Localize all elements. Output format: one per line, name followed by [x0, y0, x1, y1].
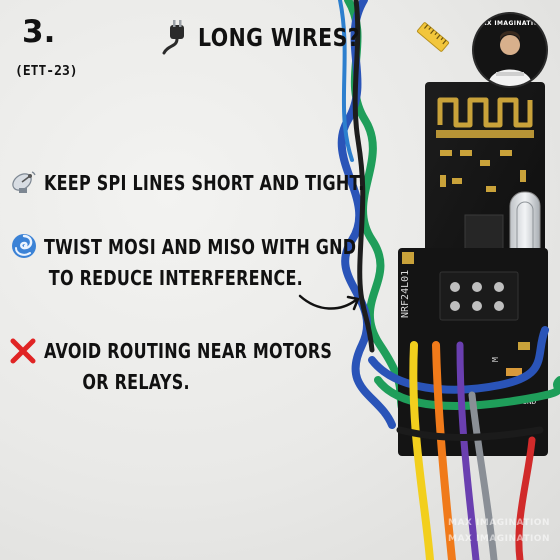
watermark-2: MAX IMAGINATION [448, 534, 550, 544]
pcb-antenna [437, 97, 533, 128]
tip-twist-mosi-miso: TWIST MOSI AND MISO WITH GND TO REDUCE I… [10, 232, 434, 294]
jumper-wires [368, 326, 560, 560]
tip-2-text: TWIST MOSI AND MISO WITH GND TO REDUCE I… [44, 232, 356, 294]
avatar [488, 31, 532, 86]
cyclone-icon [12, 234, 36, 258]
step-code: (ETT-23) [15, 64, 78, 79]
channel-logo: MAX IMAGINATION [474, 14, 546, 86]
tip-2-line-2: TO REDUCE INTERFERENCE. [48, 266, 303, 290]
watermark-1: MAX IMAGINATION [448, 518, 550, 528]
tip-1-line-1: KEEP SPI LINES SHORT AND TIGHT. [44, 171, 365, 195]
headline-text: LONG WIRES? [198, 22, 361, 52]
module-label: NRF24L01 [400, 270, 411, 318]
tip-2-line-1: TWIST MOSI AND MISO WITH GND [44, 235, 357, 259]
logo-text: MAX IMAGINATION [475, 20, 545, 27]
ruler-icon [416, 22, 450, 52]
twisted-wire-bundle [337, 0, 409, 429]
tip-3-line-1: AVOID ROUTING NEAR MOTORS [44, 339, 333, 363]
tip-keep-lines-short: KEEP SPI LINES SHORT AND TIGHT. [10, 168, 445, 199]
satellite-antenna-icon [12, 171, 36, 193]
rf-chip [464, 214, 504, 254]
cross-mark-icon [10, 338, 36, 364]
tip-3-text: AVOID ROUTING NEAR MOTORS OR RELAYS. [44, 336, 332, 398]
pointer-arrow [298, 294, 358, 310]
tip-avoid-motors: AVOID ROUTING NEAR MOTORS OR RELAYS. [8, 336, 404, 398]
plug-icon [162, 20, 184, 55]
step-number: 3. [22, 14, 56, 50]
pin-label-m: M [491, 357, 500, 362]
headline: LONG WIRES? [156, 18, 452, 56]
tip-3-line-2: OR RELAYS. [82, 370, 190, 394]
tip-1-text: KEEP SPI LINES SHORT AND TIGHT. [44, 168, 365, 199]
